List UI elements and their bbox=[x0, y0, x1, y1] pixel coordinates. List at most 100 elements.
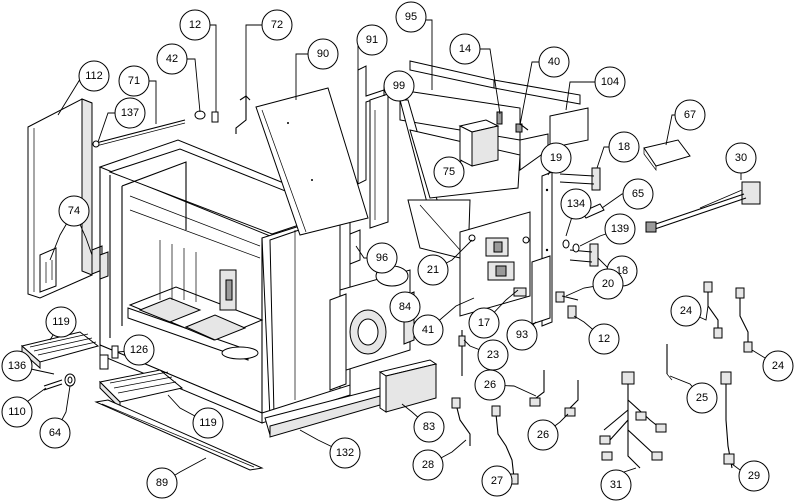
callout-14: 14 bbox=[449, 33, 481, 65]
part-small-hardware bbox=[194, 94, 251, 134]
callout-29: 29 bbox=[738, 460, 770, 492]
callout-110: 110 bbox=[1, 396, 33, 428]
part-bracket bbox=[357, 65, 389, 229]
callout-89: 89 bbox=[146, 467, 178, 499]
callout-19: 19 bbox=[540, 142, 572, 174]
callout-25-label: 25 bbox=[696, 392, 708, 404]
callout-71-label: 71 bbox=[128, 75, 140, 87]
callout-126: 126 bbox=[123, 334, 155, 366]
callout-31: 31 bbox=[600, 469, 632, 501]
callout-24-left: 24 bbox=[670, 295, 702, 327]
callout-26-upper-label: 26 bbox=[484, 379, 496, 391]
callout-119-lower: 119 bbox=[192, 407, 224, 439]
callout-91: 91 bbox=[356, 24, 388, 56]
callout-40-label: 40 bbox=[548, 56, 560, 68]
callout-93-label: 93 bbox=[516, 329, 528, 341]
callout-104: 104 bbox=[594, 66, 626, 98]
callout-90: 90 bbox=[307, 38, 339, 70]
callout-24-right: 24 bbox=[762, 350, 794, 382]
callout-14-label: 14 bbox=[459, 43, 471, 55]
callout-99-label: 99 bbox=[393, 80, 405, 92]
callout-95-label: 95 bbox=[405, 11, 417, 23]
callout-17-label: 17 bbox=[478, 317, 490, 329]
part-plate bbox=[643, 139, 691, 172]
callout-89-label: 89 bbox=[156, 477, 168, 489]
callout-112-label: 112 bbox=[85, 70, 103, 82]
callout-12-top-label: 12 bbox=[189, 19, 201, 31]
callout-24-right-label: 24 bbox=[772, 360, 784, 372]
callout-64: 64 bbox=[39, 417, 71, 449]
callout-21-label: 21 bbox=[427, 264, 439, 276]
callout-12-top: 12 bbox=[179, 9, 211, 41]
callout-90-label: 90 bbox=[317, 48, 329, 60]
callout-27: 27 bbox=[481, 465, 513, 497]
callout-19-label: 19 bbox=[550, 152, 562, 164]
callout-137-label: 137 bbox=[121, 107, 139, 119]
callout-74-label: 74 bbox=[68, 205, 80, 217]
callout-95: 95 bbox=[395, 1, 427, 33]
callout-67-label: 67 bbox=[684, 109, 696, 121]
part-wires bbox=[451, 281, 753, 485]
callout-134-label: 134 bbox=[567, 198, 585, 210]
callout-24-left-label: 24 bbox=[680, 305, 692, 317]
callout-65-label: 65 bbox=[632, 188, 644, 200]
callout-84: 84 bbox=[389, 291, 421, 323]
callout-72: 72 bbox=[261, 9, 293, 41]
callout-20-label: 20 bbox=[602, 278, 614, 290]
callout-119-upper: 119 bbox=[45, 306, 77, 338]
callout-112: 112 bbox=[78, 60, 110, 92]
callout-139-label: 139 bbox=[611, 223, 629, 235]
callout-132: 132 bbox=[329, 437, 361, 469]
callout-99: 99 bbox=[383, 70, 415, 102]
part-wire-harness-30 bbox=[645, 181, 761, 233]
callout-26-lower-label: 26 bbox=[537, 429, 549, 441]
callout-119-upper-label: 119 bbox=[52, 316, 70, 328]
part-long-rail bbox=[94, 399, 264, 471]
part-rod bbox=[92, 119, 186, 148]
callout-30: 30 bbox=[725, 142, 757, 174]
callout-65: 65 bbox=[622, 178, 654, 210]
callout-96-label: 96 bbox=[376, 252, 388, 264]
part-flue-panel bbox=[255, 87, 369, 236]
part-bolt-washer bbox=[43, 373, 76, 391]
callout-91-label: 91 bbox=[366, 34, 378, 46]
callout-134: 134 bbox=[560, 188, 592, 220]
callout-136-label: 136 bbox=[8, 360, 26, 372]
callout-18-upper: 18 bbox=[608, 131, 640, 163]
callout-26-lower: 26 bbox=[527, 419, 559, 451]
part-control-panel bbox=[459, 211, 531, 317]
callout-137: 137 bbox=[114, 97, 146, 129]
callout-83-label: 83 bbox=[423, 421, 435, 433]
callout-84-label: 84 bbox=[399, 301, 411, 313]
callout-93: 93 bbox=[506, 319, 538, 351]
part-electrodes bbox=[559, 167, 605, 267]
part-junction-box bbox=[378, 359, 438, 413]
callout-104-label: 104 bbox=[601, 76, 619, 88]
callout-110-label: 110 bbox=[8, 406, 26, 418]
callout-25: 25 bbox=[686, 382, 718, 414]
callout-75: 75 bbox=[433, 156, 465, 188]
part-grate-lower bbox=[98, 369, 184, 410]
callout-71: 71 bbox=[118, 65, 150, 97]
callout-83: 83 bbox=[413, 411, 445, 443]
callout-12-right-label: 12 bbox=[598, 333, 610, 345]
callout-72-label: 72 bbox=[271, 19, 283, 31]
callout-28: 28 bbox=[412, 449, 444, 481]
callout-23-label: 23 bbox=[487, 349, 499, 361]
callout-17: 17 bbox=[468, 307, 500, 339]
callout-139: 139 bbox=[604, 213, 636, 245]
callout-41: 41 bbox=[412, 314, 444, 346]
callout-23: 23 bbox=[477, 339, 509, 371]
callout-20: 20 bbox=[592, 268, 624, 300]
callout-12-right: 12 bbox=[588, 323, 620, 355]
callout-30-label: 30 bbox=[735, 152, 747, 164]
callout-41-label: 41 bbox=[422, 324, 434, 336]
callout-27-label: 27 bbox=[491, 475, 503, 487]
callout-21: 21 bbox=[417, 254, 449, 286]
callout-42-label: 42 bbox=[166, 53, 178, 65]
callout-26-upper: 26 bbox=[474, 369, 506, 401]
callout-96: 96 bbox=[366, 242, 398, 274]
callout-136: 136 bbox=[1, 350, 33, 382]
